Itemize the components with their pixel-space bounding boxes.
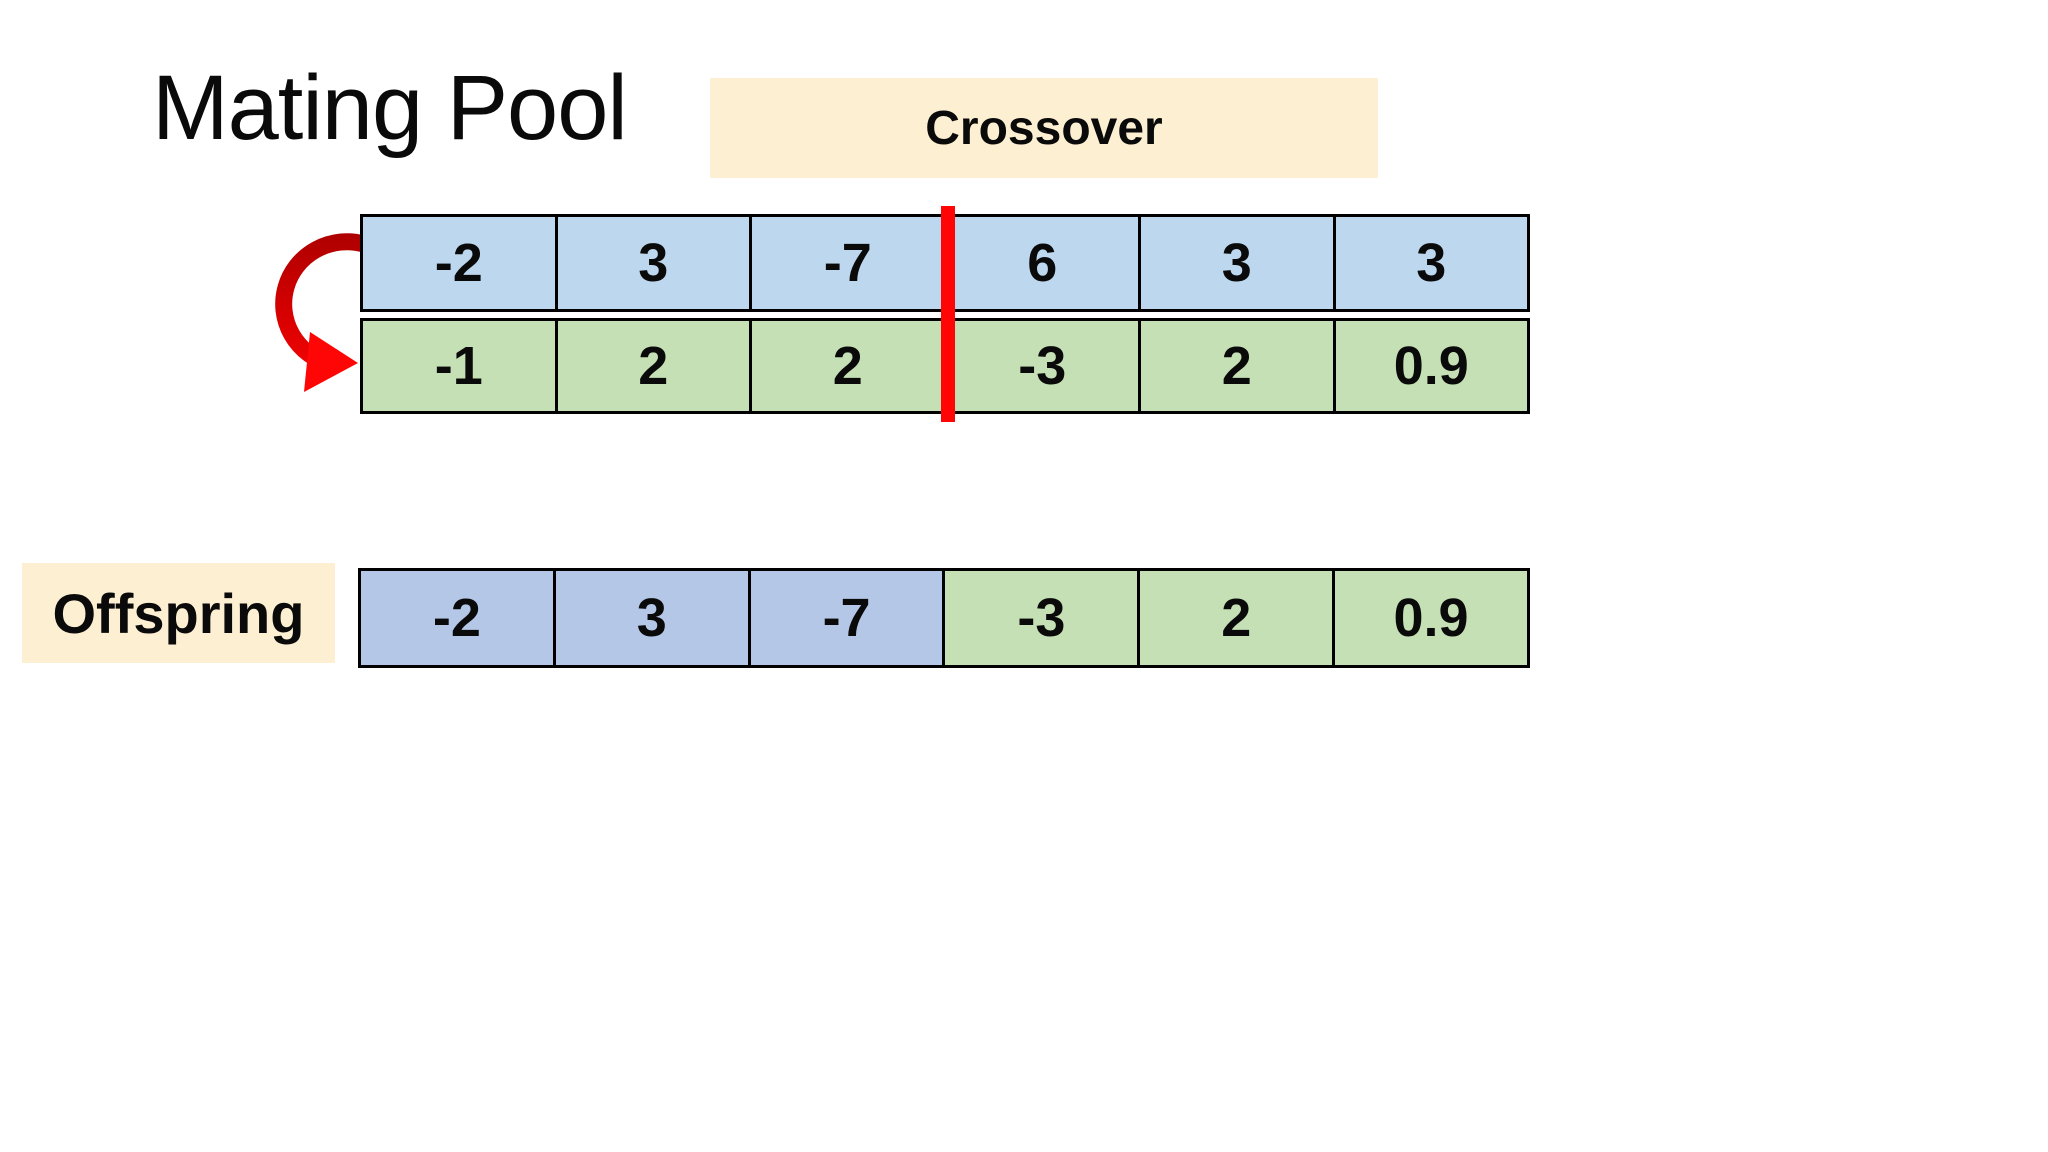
parent2-cell-0: -1 (363, 321, 555, 411)
parent2-cell-4: 2 (1138, 321, 1333, 411)
offspring-cell-1: 3 (552, 571, 748, 665)
parent1-cell-3: 6 (943, 217, 1138, 309)
offspring-cell-0: -2 (361, 571, 553, 665)
offspring-cell-4: 2 (1137, 571, 1333, 665)
crossover-swap-arrow-icon (275, 233, 367, 392)
parent2-cell-1: 2 (554, 321, 749, 411)
offspring-row: -2 3 -7 -3 2 0.9 (358, 568, 1530, 668)
offspring-cell-5: 0.9 (1332, 571, 1527, 665)
offspring-label-box: Offspring (22, 563, 335, 663)
parent2-cell-3: -3 (943, 321, 1138, 411)
parent1-cell-1: 3 (554, 217, 749, 309)
crossover-label: Crossover (925, 101, 1163, 155)
page-title: Mating Pool (152, 57, 628, 159)
offspring-cell-2: -7 (747, 571, 943, 665)
parent2-cell-5: 0.9 (1332, 321, 1527, 411)
parent1-cell-5: 3 (1332, 217, 1527, 309)
parent1-cell-0: -2 (363, 217, 555, 309)
crossover-point-line (941, 206, 955, 422)
parent1-cell-4: 3 (1138, 217, 1333, 309)
offspring-cell-3: -3 (942, 571, 1138, 665)
parent1-cell-2: -7 (749, 217, 944, 309)
parent1-row: -2 3 -7 6 3 3 (360, 214, 1530, 312)
offspring-label: Offspring (52, 581, 305, 645)
parent2-cell-2: 2 (749, 321, 944, 411)
crossover-label-box: Crossover (710, 78, 1378, 178)
